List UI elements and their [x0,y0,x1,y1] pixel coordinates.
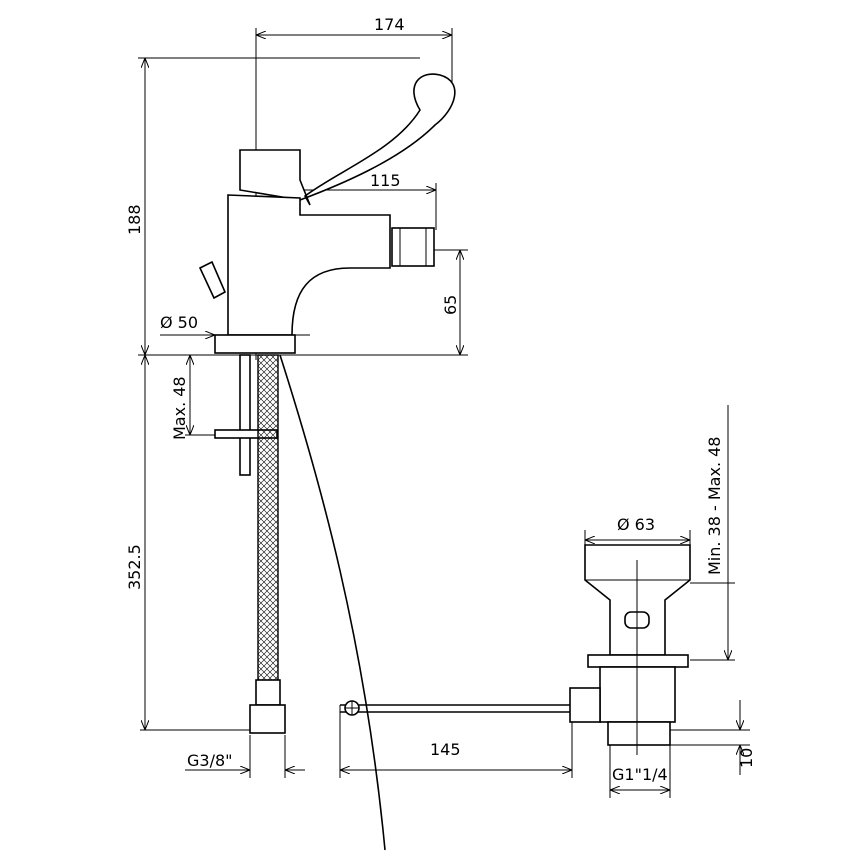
popup-waste [569,544,691,755]
mixer-body [198,73,456,354]
dim-174: 174 [374,15,405,34]
dim-352-5: 352.5 [125,544,144,590]
dim-g3-8: G3/8" [187,751,233,770]
dimension-labels: 174 115 188 65 Ø 50 Max. 48 352.5 G3/8" … [125,15,756,784]
dim-g1-1-4: G1"1/4 [612,765,668,784]
dim-115: 115 [370,171,401,190]
dim-diameter-63: Ø 63 [617,515,655,534]
dim-188: 188 [125,204,144,235]
dim-diameter-50: Ø 50 [160,313,198,332]
dim-max-48: Max. 48 [170,376,189,440]
pull-rod [279,354,386,851]
dim-min38-max48: Min. 38 - Max. 48 [705,437,724,575]
dim-10: 10 [737,748,756,768]
dimension-lines [145,35,740,790]
rod-knob [344,700,360,716]
supply-hose [214,354,286,734]
dim-65: 65 [441,295,460,315]
dim-145: 145 [430,740,461,759]
